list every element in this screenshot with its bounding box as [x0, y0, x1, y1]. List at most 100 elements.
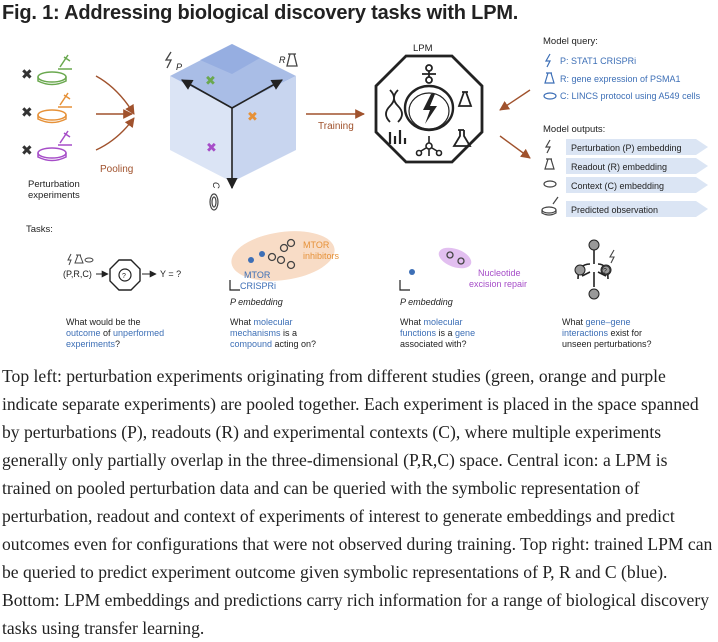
svg-text:Predicted observation: Predicted observation	[571, 205, 658, 215]
perturbation-x-icon: ✖	[21, 104, 33, 120]
experiment-orange: ✖	[21, 92, 72, 124]
axis-p-icon	[164, 51, 173, 69]
query-item-perturbation: P: STAT1 CRISPRi	[544, 53, 636, 68]
flask-icon	[457, 91, 473, 107]
experiment-green: ✖	[21, 54, 72, 86]
figure-caption: Top left: perturbation experiments origi…	[2, 366, 713, 638]
network-icon	[415, 136, 443, 157]
orange-point: ✖	[247, 109, 258, 124]
task-gene-interactions: ? What gene–gene interactions exist for …	[562, 239, 652, 349]
flask-icon	[74, 254, 84, 264]
cluster-nucleotide-excision	[438, 247, 472, 269]
lightning-icon	[67, 253, 72, 266]
bars-icon	[388, 130, 407, 144]
axis-c-icon	[209, 193, 219, 211]
svg-text:Context (C) embedding: Context (C) embedding	[571, 181, 664, 191]
task-gene-function: Nucleotide excision repair P embedding W…	[399, 247, 527, 349]
petri-dish-icon	[543, 180, 557, 188]
output-arrow	[499, 135, 531, 159]
petri-dish-icon	[37, 147, 67, 159]
lightning-icon	[423, 94, 437, 124]
figure-illustration: ✖ ✖ ✖ Perturbation experiments Pooling	[21, 36, 708, 349]
training-label: Training	[318, 121, 354, 132]
svg-text:interactions exist for: interactions exist for	[562, 328, 642, 338]
erlenmeyer-icon	[452, 129, 472, 147]
svg-text:experiments?: experiments?	[66, 339, 120, 349]
svg-text:P embedding: P embedding	[400, 297, 453, 307]
experiment-purple: ✖	[21, 130, 72, 162]
svg-text:MTOR: MTOR	[244, 270, 271, 280]
cluster-mtor	[231, 231, 335, 281]
figure-title: Fig. 1: Addressing biological discovery …	[2, 2, 519, 24]
axis-r	[231, 79, 283, 109]
output-item-readout-embedding: Readout (R) embedding	[544, 158, 708, 174]
axis-p	[181, 79, 233, 109]
lightning-icon	[544, 139, 551, 154]
svg-text:R: gene expression of PSMA1: R: gene expression of PSMA1	[560, 74, 681, 84]
task-outcome-prediction: (P,R,C) ? Y = ? What would be the outcom…	[63, 253, 181, 349]
svg-text:unseen perturbations?: unseen perturbations?	[562, 339, 652, 349]
prc-cube: ✖ ✖ ✖	[170, 44, 296, 190]
perturbation-x-icon: ✖	[21, 66, 33, 82]
pooling-label: Pooling	[100, 164, 133, 175]
svg-text:C: LINCS protocol using A549 c: C: LINCS protocol using A549 cells	[560, 91, 701, 101]
svg-text:What would be the: What would be the	[66, 317, 141, 327]
svg-text:(P,R,C): (P,R,C)	[63, 269, 92, 279]
query-item-readout: R: gene expression of PSMA1	[544, 72, 681, 84]
perturbation-label-2: experiments	[28, 190, 80, 201]
svg-text:What molecular: What molecular	[230, 317, 293, 327]
microscope-icon	[58, 130, 72, 146]
svg-text:Y = ?: Y = ?	[160, 269, 181, 279]
tasks-label: Tasks:	[26, 224, 53, 235]
svg-text:compound acting on?: compound acting on?	[230, 339, 316, 349]
model-query-title: Model query:	[543, 36, 598, 47]
pooling-arrow-top	[95, 75, 135, 115]
green-point: ✖	[205, 73, 216, 88]
pooling-arrow-bottom	[95, 117, 135, 151]
svg-text:?: ?	[122, 273, 126, 280]
axis-p-label: P	[176, 62, 182, 72]
lightning-icon	[609, 249, 615, 264]
svg-text:?: ?	[603, 268, 607, 275]
microscope-icon	[58, 92, 72, 108]
lpm-icon	[374, 54, 484, 164]
flask-icon	[544, 158, 555, 170]
axis-r-label: R	[279, 55, 286, 65]
query-item-context: C: LINCS protocol using A549 cells	[543, 91, 701, 101]
svg-text:Nucleotide: Nucleotide	[478, 268, 521, 278]
output-item-predicted-observation: Predicted observation	[541, 196, 708, 217]
lightning-icon	[544, 53, 551, 68]
dna-icon	[385, 89, 403, 123]
svg-text:mechanisms is a: mechanisms is a	[230, 328, 297, 338]
svg-text:functions is a gene: functions is a gene	[400, 328, 475, 338]
svg-text:CRISPRi: CRISPRi	[240, 281, 276, 291]
task-mechanism-of-action: MTOR inhibitors MTOR CRISPRi P embedding…	[229, 231, 340, 349]
output-item-perturbation-embedding: Perturbation (P) embedding	[544, 139, 708, 155]
lpm-label: LPM	[413, 43, 433, 54]
svg-text:What molecular: What molecular	[400, 317, 463, 327]
svg-text:outcome of unperformed: outcome of unperformed	[66, 328, 164, 338]
petri-dish-icon	[37, 109, 67, 121]
petri-dish-icon	[543, 92, 557, 100]
svg-text:P: STAT1 CRISPRi: P: STAT1 CRISPRi	[560, 56, 636, 66]
perturbation-x-icon: ✖	[21, 142, 33, 158]
petri-dish-icon	[84, 257, 94, 263]
purple-point: ✖	[206, 140, 217, 155]
dish-stack-icon	[541, 196, 559, 216]
perturbation-label-1: Perturbation	[28, 179, 80, 190]
axis-c-label: C	[211, 182, 221, 189]
petri-dish-icon	[37, 71, 67, 83]
svg-text:What gene–gene: What gene–gene	[562, 317, 631, 327]
microscope-icon	[58, 54, 72, 70]
svg-text:Readout (R) embedding: Readout (R) embedding	[571, 162, 667, 172]
svg-text:inhibitors: inhibitors	[303, 251, 340, 261]
flask-icon	[544, 72, 555, 84]
lpm-mini-icon	[109, 259, 141, 291]
axis-r-icon	[286, 53, 298, 67]
svg-text:associated with?: associated with?	[400, 339, 467, 349]
model-outputs-title: Model outputs:	[543, 124, 605, 135]
svg-text:excision repair: excision repair	[469, 279, 527, 289]
svg-text:P embedding: P embedding	[230, 297, 283, 307]
molecule-icon	[422, 64, 436, 84]
svg-text:MTOR: MTOR	[303, 240, 330, 250]
